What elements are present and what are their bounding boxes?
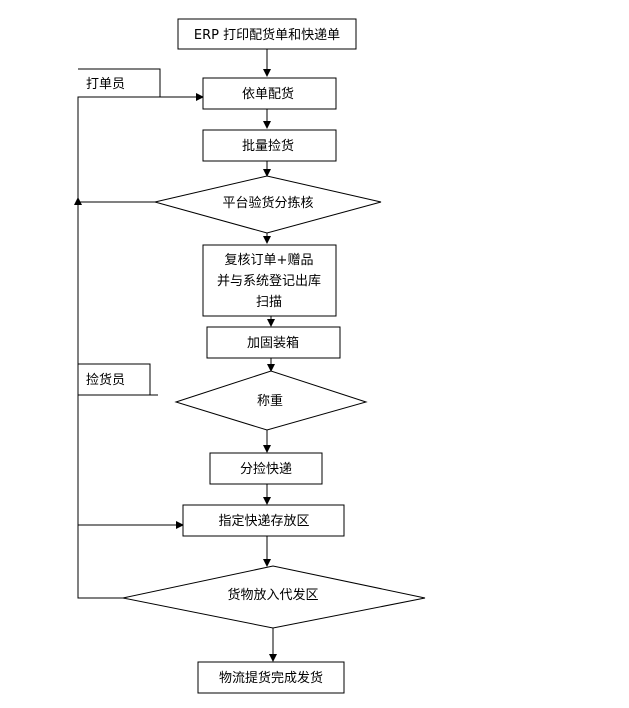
node-recheck-line1: 复核订单+赠品	[225, 253, 314, 268]
node-put-goods: 货物放入代发区	[122, 565, 426, 629]
node-platform-check: 平台验货分拣核	[154, 175, 382, 234]
node-assign-area: 指定快递存放区	[182, 504, 345, 537]
role-order-printer-label: 打单员	[86, 77, 125, 92]
node-weigh-label: 称重	[257, 393, 283, 409]
node-pick-by-order: 依单配货	[202, 77, 337, 110]
role-picker-label: 捡货员	[86, 372, 125, 388]
node-recheck-line2: 并与系统登记出库	[217, 273, 321, 289]
node-erp-print-label: ERP 打印配货单和快递单	[194, 27, 340, 43]
node-batch-pick-label: 批量捡货	[242, 138, 294, 154]
role-order-printer: 打单员	[78, 68, 161, 97]
node-platform-check-label: 平台验货分拣核	[222, 195, 313, 211]
node-batch-pick: 批量捡货	[202, 129, 337, 162]
edge-loop-check-to-pick	[77, 93, 204, 203]
node-ship-label: 物流提货完成发货	[219, 670, 323, 686]
edge-loop-put-to-check	[77, 202, 123, 599]
node-sort-express-label: 分捡快递	[240, 461, 292, 477]
node-recheck: 复核订单+赠品 并与系统登记出库 扫描	[202, 244, 337, 317]
node-erp-print: ERP 打印配货单和快递单	[177, 18, 357, 50]
node-pick-by-order-label: 依单配货	[242, 86, 294, 102]
feedback-edges	[74, 93, 204, 599]
node-put-goods-label: 货物放入代发区	[227, 587, 318, 603]
flow-edges	[263, 49, 277, 662]
node-weigh: 称重	[174, 370, 368, 431]
node-assign-area-label: 指定快递存放区	[218, 514, 309, 529]
node-ship: 物流提货完成发货	[197, 661, 345, 694]
node-reinforce: 加固装箱	[206, 326, 341, 359]
node-recheck-line3: 扫描	[256, 295, 282, 310]
node-reinforce-label: 加固装箱	[247, 335, 299, 351]
role-picker: 捡货员	[78, 363, 158, 396]
node-sort-express: 分捡快递	[209, 452, 323, 485]
